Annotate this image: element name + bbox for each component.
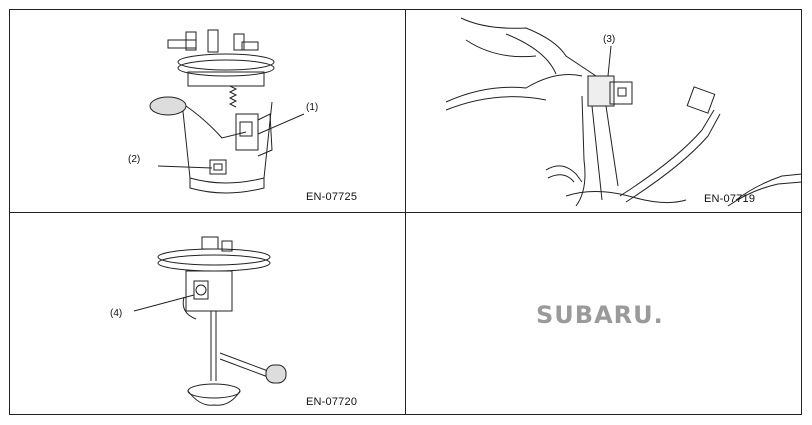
panel-fuel-tank-connector: (3) EN-07719 bbox=[406, 10, 802, 212]
fuel-tank-connector-illustration bbox=[445, 17, 802, 207]
callout-4: (4) bbox=[110, 308, 123, 319]
fuel-pump-assembly-illustration bbox=[149, 29, 305, 194]
panel-logo: SUBARU. bbox=[406, 213, 802, 415]
panel-fuel-pump: (1) (2) EN-07725 bbox=[10, 10, 405, 212]
panel-fuel-level-sensor: (4) EN-07720 bbox=[10, 213, 405, 415]
grid-divider-horizontal bbox=[10, 212, 801, 213]
figure-code: EN-07719 bbox=[704, 193, 756, 205]
callout-2: (2) bbox=[128, 154, 141, 165]
figure-grid: (1) (2) EN-07725 bbox=[9, 9, 802, 415]
callout-3: (3) bbox=[603, 34, 616, 45]
fuel-level-sensor-illustration bbox=[133, 236, 287, 406]
subaru-logo: SUBARU. bbox=[536, 301, 664, 329]
figure-code: EN-07725 bbox=[306, 191, 358, 203]
callout-1: (1) bbox=[306, 102, 319, 113]
figure-code: EN-07720 bbox=[306, 396, 358, 408]
